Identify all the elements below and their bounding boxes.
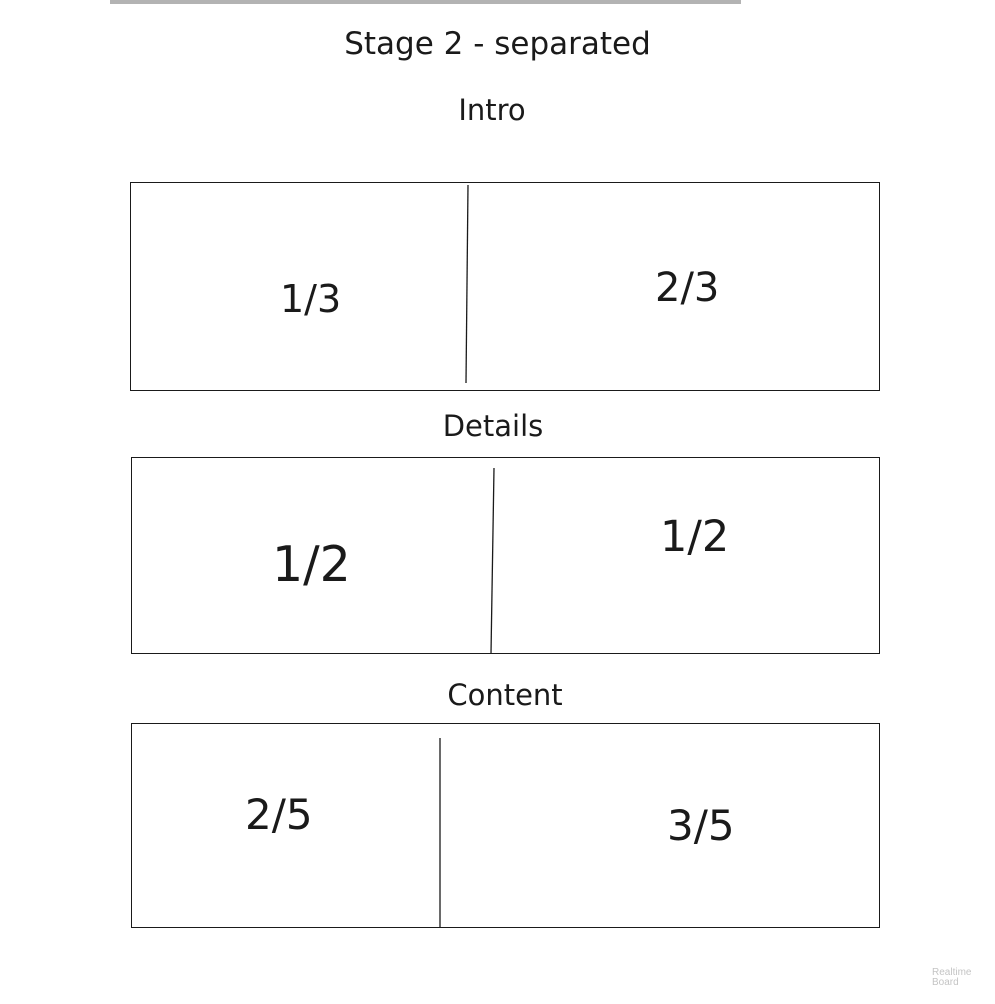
section-label-details: Details	[442, 409, 544, 443]
intro-left-fraction: 1/3	[280, 277, 342, 321]
page-title: Stage 2 - separated	[344, 26, 651, 62]
content-layout-box: 2/5 3/5	[131, 723, 880, 928]
watermark-line-1: Realtime	[932, 967, 972, 978]
details-layout-box: 1/2 1/2	[131, 457, 880, 655]
watermark-line-2: Board	[932, 977, 959, 988]
details-divider	[490, 467, 495, 655]
section-label-content: Content	[447, 678, 563, 712]
details-left-fraction: 1/2	[272, 536, 351, 593]
realtimeboard-watermark: Realtime Board	[932, 968, 971, 988]
intro-right-fraction: 2/3	[655, 265, 720, 311]
top-scroll-bar	[110, 0, 741, 4]
content-divider	[439, 738, 441, 928]
section-label-intro: Intro	[458, 93, 526, 127]
content-right-fraction: 3/5	[667, 801, 735, 850]
content-left-fraction: 2/5	[245, 790, 313, 839]
details-right-fraction: 1/2	[660, 512, 730, 562]
intro-divider	[465, 184, 469, 384]
intro-layout-box: 1/3 2/3	[130, 182, 880, 391]
